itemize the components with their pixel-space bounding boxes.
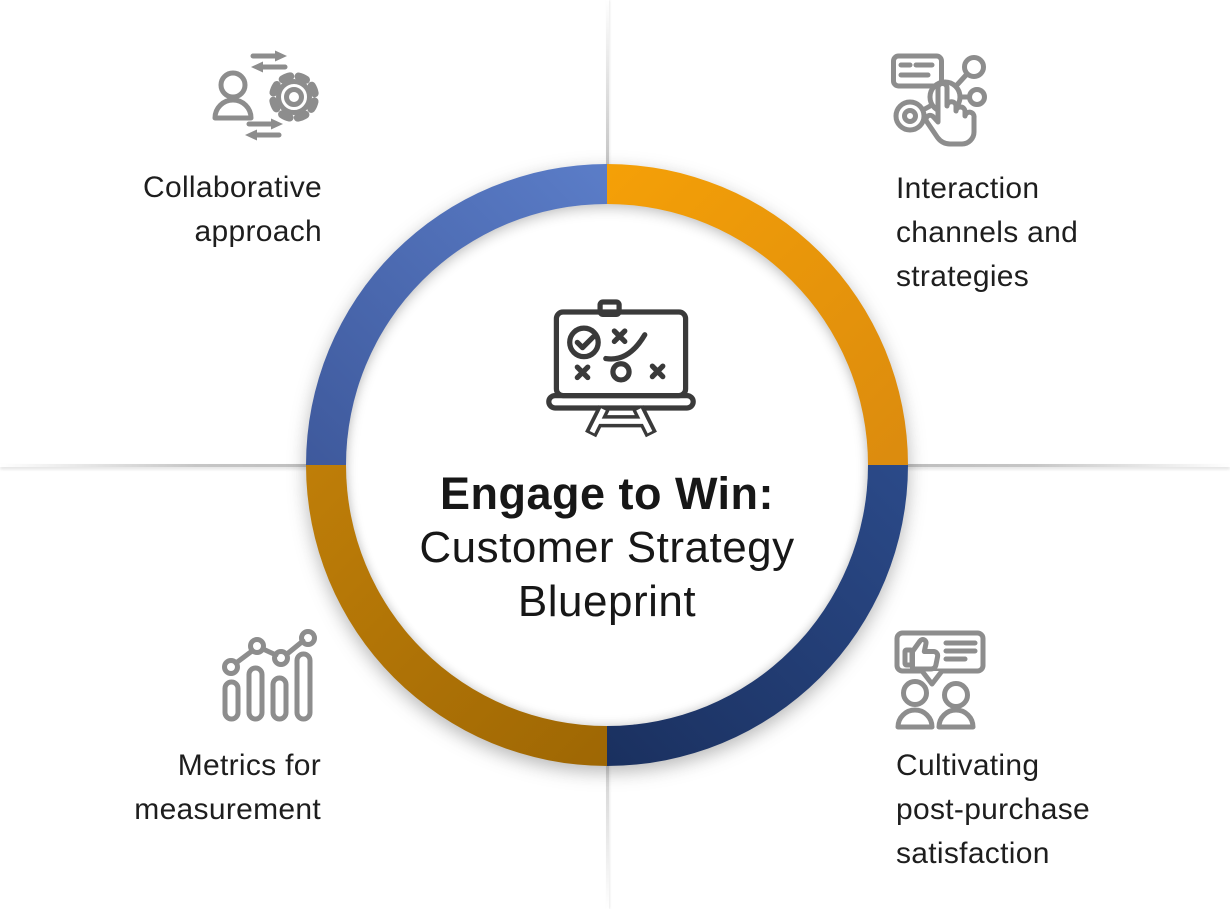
label-line: Collaborative: [143, 171, 322, 204]
label-interaction-channels: Interaction channels and strategies: [896, 167, 1206, 299]
label-line: post-purchase: [896, 793, 1091, 826]
arc-top-right-orange: [607, 164, 908, 465]
label-line: strategies: [896, 260, 1030, 293]
title-line-1: Engage to Win:: [439, 468, 775, 519]
strategy-board-icon: [546, 299, 696, 438]
arc-bottom-right-navy: [607, 465, 908, 766]
label-line: channels and: [896, 216, 1079, 249]
feedback-people-icon: [894, 630, 986, 730]
label-post-purchase-satisfaction: Cultivating post-purchase satisfaction: [896, 744, 1216, 876]
center-white-circle: [346, 204, 868, 726]
label-metrics-measurement: Metrics for measurement: [38, 744, 321, 832]
arc-bottom-left-amber: [306, 465, 607, 766]
person-gear-sync-icon: [212, 50, 319, 141]
center-title: Engage to Win: Customer Strategy Bluepri…: [332, 467, 882, 629]
quadrant-ring: [306, 164, 908, 766]
bar-chart-trend-icon: [222, 629, 317, 722]
label-line: Interaction: [896, 172, 1040, 205]
label-line: satisfaction: [896, 837, 1050, 870]
label-line: measurement: [134, 793, 321, 826]
label-collaborative-approach: Collaborative approach: [40, 166, 322, 254]
title-line-2: Customer Strategy: [419, 523, 795, 572]
label-line: approach: [194, 215, 322, 248]
click-network-message-icon: [891, 53, 987, 147]
arc-top-left-blue: [306, 164, 607, 465]
label-line: Cultivating: [896, 749, 1040, 782]
title-line-3: Blueprint: [517, 577, 697, 626]
label-line: Metrics for: [177, 749, 321, 782]
